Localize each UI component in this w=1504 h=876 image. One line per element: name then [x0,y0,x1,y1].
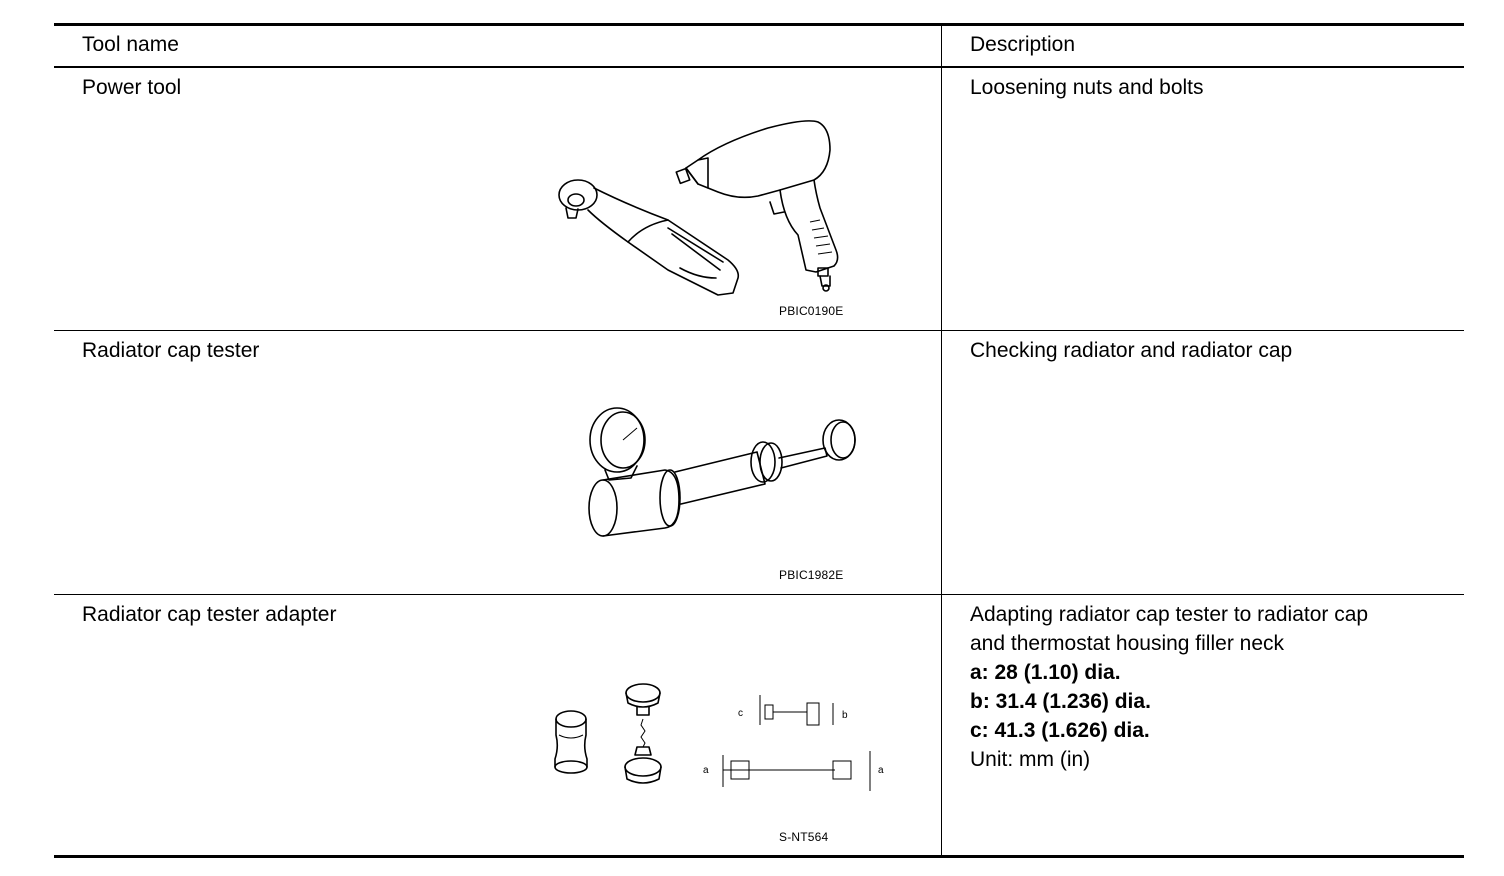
adapter-dimension-diagram: c b a a [703,695,884,791]
description-power-tool: Loosening nuts and bolts [970,76,1204,99]
figure-code-radiator-cap-tester: PBIC1982E [779,568,844,582]
description-adapter-line-2: and thermostat housing filler neck [970,632,1285,655]
adapter-cap-icon [624,683,662,784]
dim-label-a-left: a [703,765,709,776]
power-tool-illustration [548,110,868,300]
impact-wrench-icon [675,120,839,292]
adapter-sleeve-icon [554,710,588,774]
pump-cylinder-icon [588,419,856,537]
adapter-illustration: c b a a [545,675,895,805]
header-description: Description [970,33,1076,56]
row-divider-2 [54,594,1464,595]
dim-label-a-right: a [878,765,884,776]
header-tool-name: Tool name [82,33,179,56]
row-divider-1 [54,330,1464,331]
figure-code-adapter: S-NT564 [779,830,829,844]
unit-note: Unit: mm (in) [970,748,1091,771]
column-divider [941,25,942,857]
dimension-c: c: 41.3 (1.626) dia. [970,719,1150,742]
dim-label-c: c [738,708,743,719]
figure-code-power-tool: PBIC0190E [779,304,844,318]
radiator-cap-tester-illustration [575,400,865,550]
dimension-b: b: 31.4 (1.236) dia. [970,690,1151,713]
table-bottom-border [54,855,1464,858]
description-radiator-cap-tester: Checking radiator and radiator cap [970,339,1293,362]
dim-label-b: b [842,710,848,721]
tool-name-power-tool: Power tool [82,76,182,99]
air-ratchet-icon [558,179,740,296]
pressure-gauge-icon [589,407,646,481]
tool-name-radiator-cap-tester: Radiator cap tester [82,339,260,362]
description-adapter: Adapting radiator cap tester to radiator… [970,600,1368,774]
table-top-border [54,23,1464,26]
header-bottom-border [54,66,1464,68]
dimension-a: a: 28 (1.10) dia. [970,661,1121,684]
description-adapter-line-1: Adapting radiator cap tester to radiator… [970,603,1369,626]
tool-name-radiator-cap-tester-adapter: Radiator cap tester adapter [82,603,337,626]
